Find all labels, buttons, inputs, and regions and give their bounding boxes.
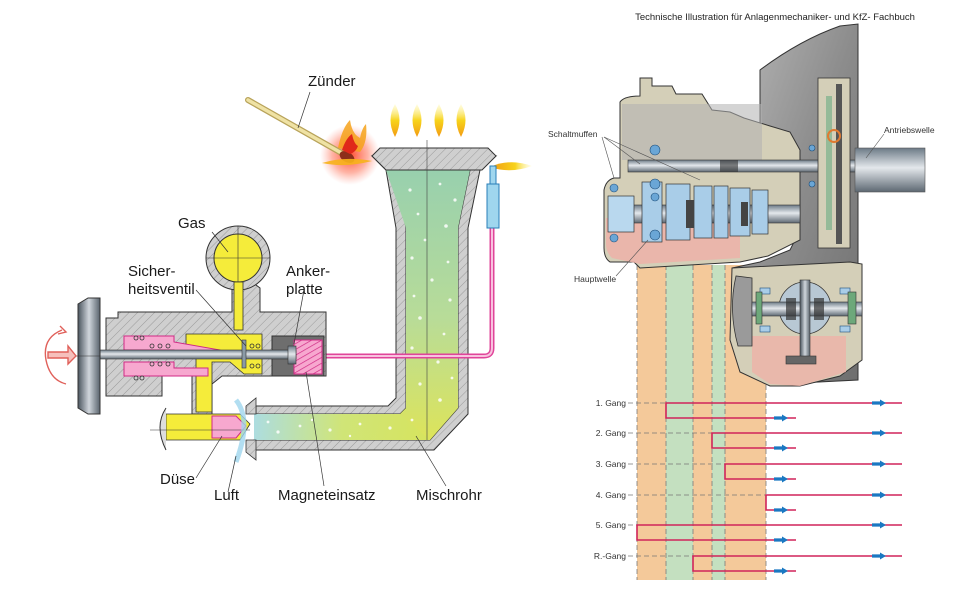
magnet-insert	[293, 339, 323, 375]
differential	[729, 261, 863, 387]
output-arrow-icon	[774, 475, 788, 483]
gear-label: 5. Gang	[596, 520, 627, 530]
page-header-title: Technische Illustration für Anlagenmecha…	[635, 12, 915, 23]
gear-row: 4. Gang	[596, 490, 902, 514]
burner-flames	[390, 104, 532, 171]
input-arrow-icon	[872, 460, 886, 468]
input-arrow-icon	[872, 429, 886, 437]
ring-gear	[732, 275, 753, 347]
label-ankerplatte-1: Anker-	[286, 263, 330, 280]
gearbox-leader-lines	[601, 133, 885, 277]
output-arrow-icon	[774, 444, 788, 452]
gear-row: 5. Gang	[596, 520, 902, 544]
label-luft: Luft	[214, 487, 240, 504]
nozzle	[211, 415, 247, 439]
output-arrow-icon	[774, 506, 788, 514]
gear-label: 1. Gang	[596, 398, 627, 408]
gear-label: R.-Gang	[594, 551, 626, 561]
gear-row: 3. Gang	[596, 459, 902, 483]
mixture-bubbles	[266, 182, 457, 438]
label-schaltmuffen: Schaltmuffen	[548, 129, 598, 139]
output-arrow-icon	[774, 536, 788, 544]
gear-row: 1. Gang	[596, 398, 902, 422]
label-antriebswelle: Antriebswelle	[884, 125, 935, 135]
label-sicherheitsventil-1: Sicher-	[128, 263, 176, 280]
gear-row: 2. Gang	[596, 428, 902, 452]
synchro-hubs	[686, 200, 748, 228]
power-flow-path	[665, 402, 902, 419]
mixing-tube	[253, 140, 498, 451]
power-flow-path	[724, 463, 902, 480]
label-hauptwelle: Hauptwelle	[574, 274, 616, 284]
label-mischrohr: Mischrohr	[416, 487, 482, 504]
thermocouple-sensor	[486, 183, 500, 229]
input-arrow-icon	[872, 491, 886, 499]
gear-label: 2. Gang	[596, 428, 627, 438]
gear-label: 3. Gang	[596, 459, 627, 469]
bearings	[609, 144, 816, 243]
label-zuender: Zünder	[308, 73, 356, 90]
label-sicherheitsventil-2: heitsventil	[128, 281, 195, 298]
leader-lines	[195, 91, 447, 493]
input-arrow-icon	[872, 552, 886, 560]
thermocouple-line	[322, 165, 500, 359]
match-igniter	[245, 97, 380, 185]
power-flow-path	[636, 524, 902, 541]
valve-shaft	[95, 349, 297, 360]
gas-burner-diagram: Zünder Gas Sicher- heitsventil Anker- pl…	[44, 73, 532, 504]
clutch	[817, 77, 851, 249]
power-flow-path	[692, 555, 902, 572]
gear-power-flow-table: 1. Gang 2. Gang 3. Gang 4. Gang 5. GangR.-Ga…	[594, 398, 902, 575]
output-arrow-icon	[774, 567, 788, 575]
label-ankerplatte-2: platte	[286, 281, 323, 298]
gear-label: 4. Gang	[596, 490, 627, 500]
label-gas: Gas	[178, 215, 206, 232]
valve-housing	[44, 225, 327, 463]
gearbox-diagram: Schaltmuffen Antriebswelle Hauptwelle 1.…	[548, 23, 935, 580]
drive-shaft-end	[854, 147, 926, 193]
input-arrow-icon	[872, 399, 886, 407]
power-flow-path	[711, 432, 902, 449]
rotate-arrow-icon	[44, 325, 77, 385]
output-arrow-icon	[774, 414, 788, 422]
air-intake	[233, 398, 247, 463]
gear-row: R.-Gang	[594, 551, 902, 575]
input-arrow-icon	[872, 521, 886, 529]
label-magneteinsatz: Magneteinsatz	[278, 487, 376, 504]
label-duese: Düse	[160, 471, 195, 488]
